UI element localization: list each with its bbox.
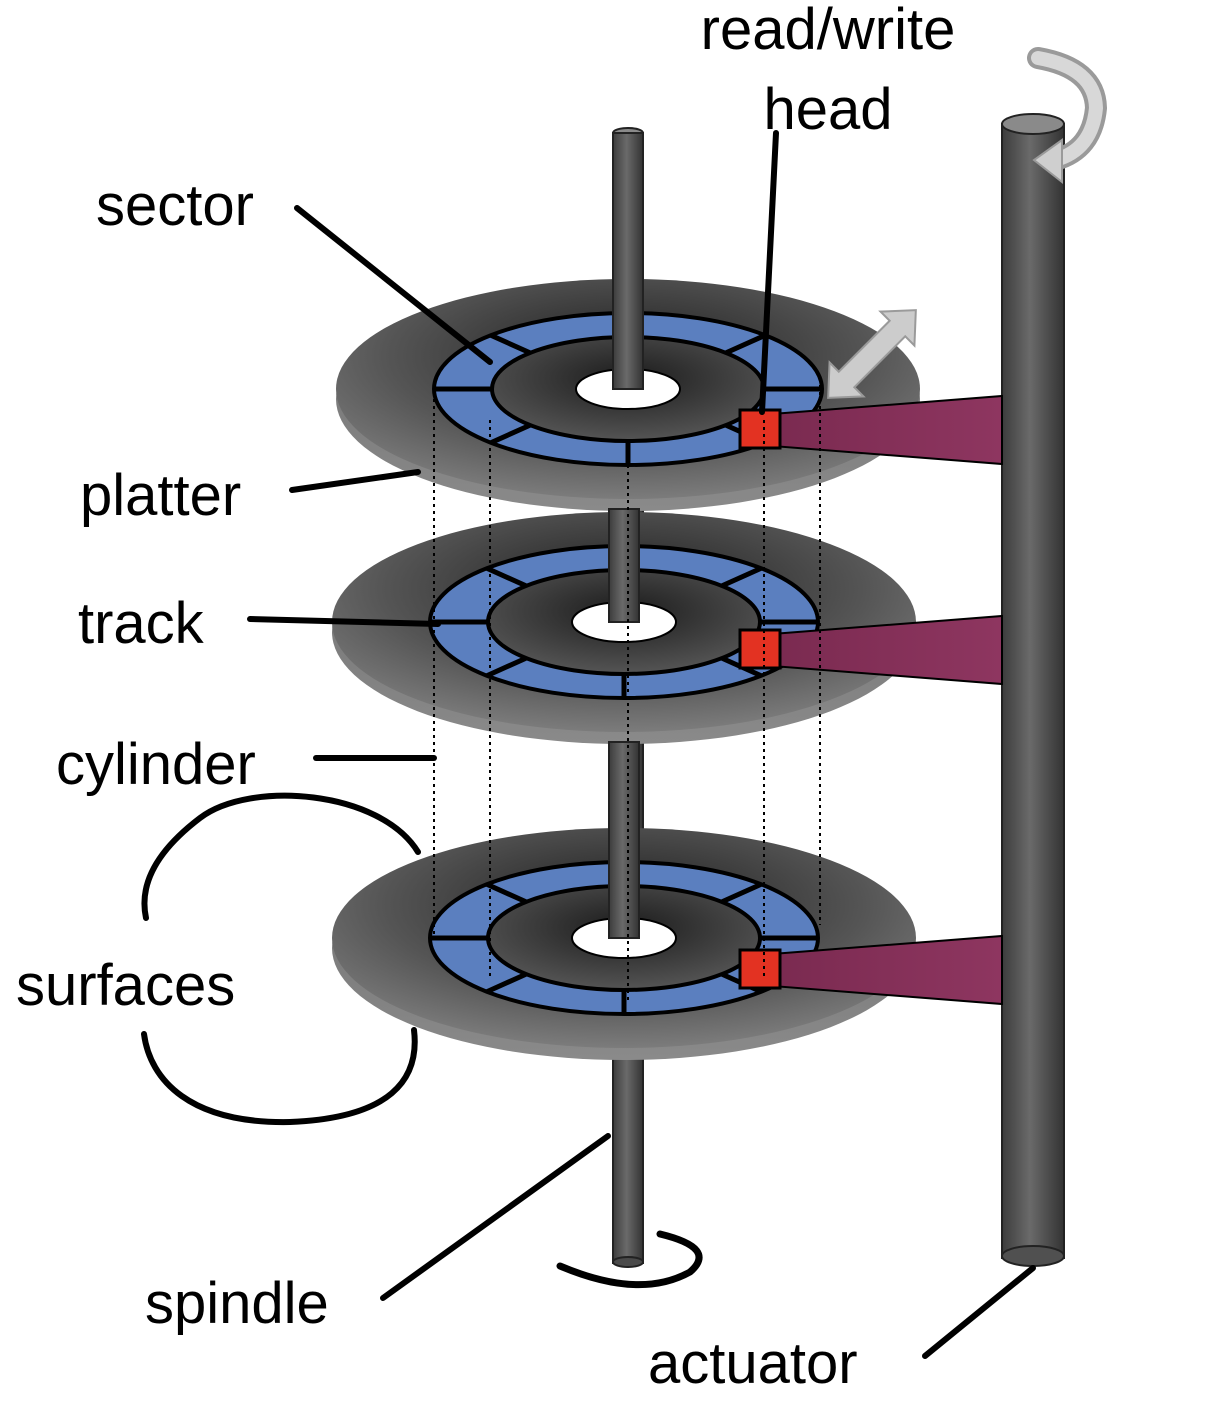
track-label: track [78,591,205,656]
seek-arrow-icon [827,309,917,399]
spindle-segment [612,132,644,390]
spindle-segment [608,741,640,939]
platter-label: platter [80,463,241,528]
read-write-head [738,628,782,670]
cylinder-label: cylinder [56,732,256,797]
platter-top [336,132,1003,511]
read-write-head [738,948,782,990]
cylinder-lines [433,385,821,1000]
labels: read/write head sector platter track cyl… [16,0,955,1396]
sector-label: sector [96,173,254,238]
read-write-head-label-line1: read/write [701,0,956,62]
actuator-rotation-arrow [1027,47,1108,185]
spindle-rotation-arrow [556,1230,703,1289]
spindle-segment [608,508,640,623]
actuator-label: actuator [648,1331,858,1396]
read-write-head [738,408,782,450]
platter-middle [332,508,1003,744]
surfaces-label: surfaces [16,953,235,1018]
spindle-label: spindle [145,1271,329,1336]
actuator-column [1001,113,1065,1267]
read-write-head-label-line2: head [763,77,892,142]
platter-bottom [332,741,1003,1060]
leader-lines [141,130,1036,1359]
